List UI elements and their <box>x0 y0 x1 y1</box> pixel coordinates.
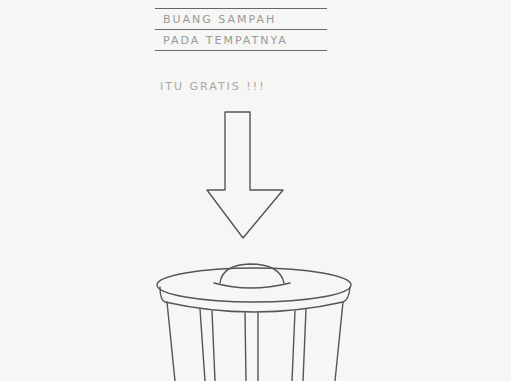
banner-box: BUANG SAMPAHPADA TEMPATNYA <box>155 8 327 51</box>
banner-text: PADA TEMPATNYA <box>155 30 327 51</box>
note-text: ITU GRATIS !!! <box>160 80 266 93</box>
down-arrow <box>207 112 283 238</box>
trash-can <box>157 264 351 381</box>
banner-text: BUANG SAMPAH <box>155 8 327 30</box>
